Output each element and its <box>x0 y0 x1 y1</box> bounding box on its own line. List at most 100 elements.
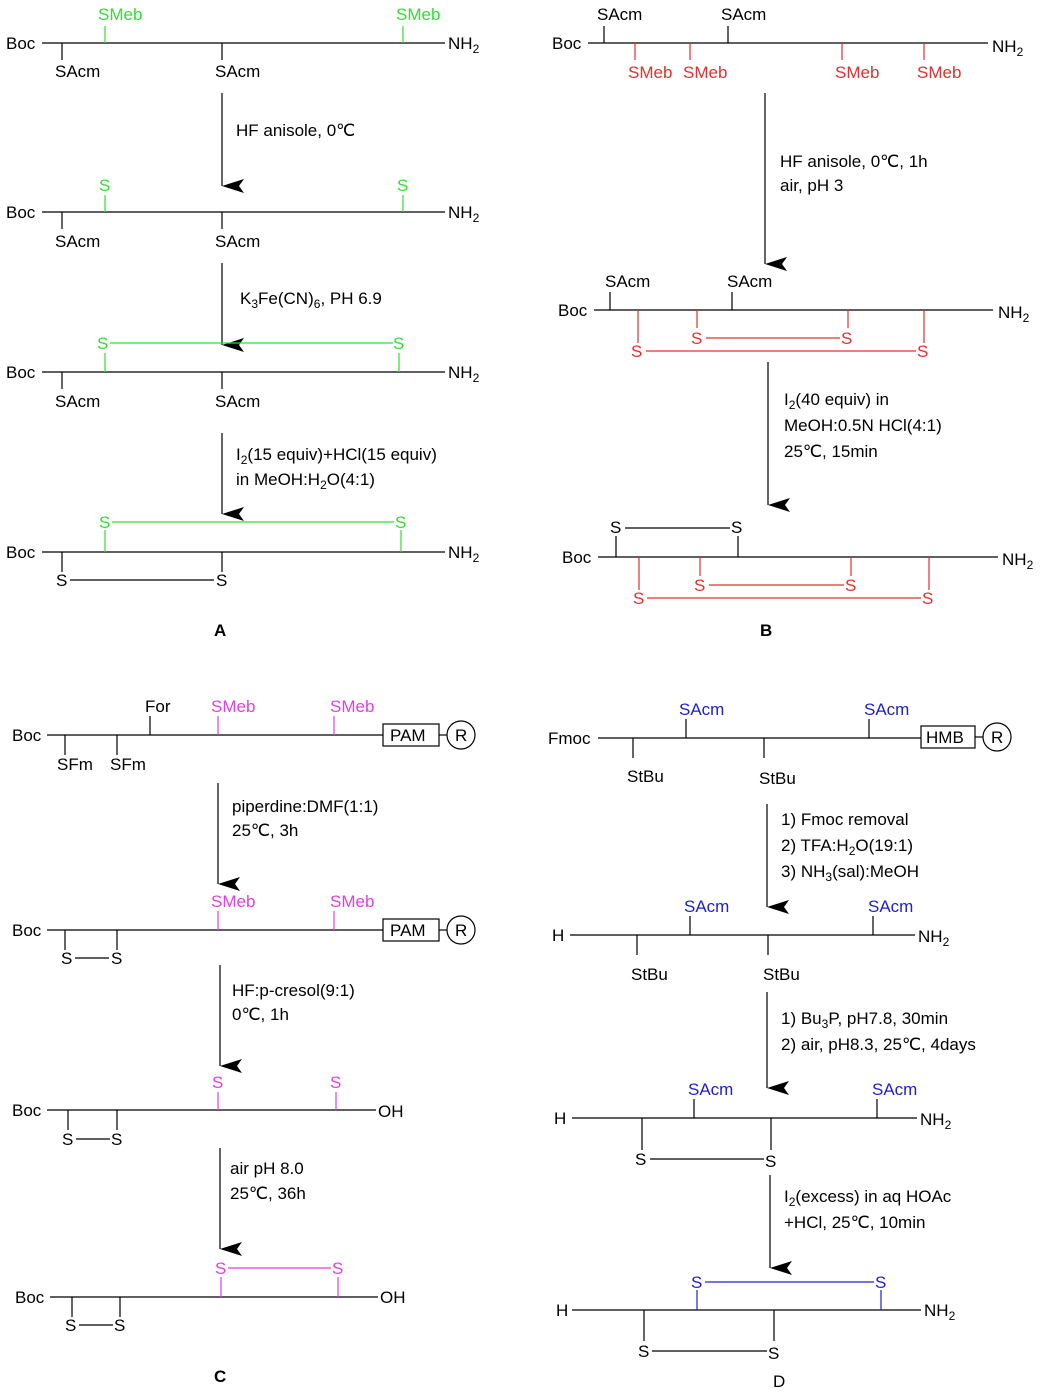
b-structure-1: Boc NH2 SAcm SAcm SMeb SMeb SMeb SMeb <box>552 5 1024 82</box>
a2-right-terminus: NH2 <box>448 203 480 225</box>
c3-right-terminus: OH <box>378 1102 404 1121</box>
d1-resin-label: R <box>991 728 1003 747</box>
d4-top-2: S <box>875 1273 886 1292</box>
a4-top-1: S <box>99 513 110 532</box>
b3-bottom-1: S <box>633 589 644 608</box>
b1-bottom-2: SMeb <box>683 63 727 82</box>
a-arrow-3-label-1: I2(15 equiv)+HCl(15 equiv) <box>236 445 437 467</box>
d1-bottom-1: StBu <box>627 767 664 786</box>
c2-top-1: SMeb <box>211 892 255 911</box>
d3-right-terminus: NH2 <box>920 1110 952 1132</box>
a4-left-terminus: Boc <box>6 543 36 562</box>
b1-left-terminus: Boc <box>552 34 582 53</box>
b2-top-1: SAcm <box>605 272 650 291</box>
c4-right-terminus: OH <box>380 1288 406 1307</box>
c4-bottom-2: S <box>114 1316 125 1335</box>
b3-bottom-3: S <box>845 576 856 595</box>
a2-bottom-2: SAcm <box>215 232 260 251</box>
a3-top-1: S <box>97 334 108 353</box>
b2-top-2: SAcm <box>727 272 772 291</box>
d-structure-1: Fmoc HMB R SAcm SAcm StBu StBu <box>548 700 1012 788</box>
d1-resin-circle <box>982 722 1012 752</box>
c3-bottom-1: S <box>62 1130 73 1149</box>
c-arrow-3-label-2: 25℃, 36h <box>230 1184 306 1203</box>
a1-top-2: SMeb <box>396 5 440 24</box>
d-structure-3: H NH2 SAcm SAcm S S <box>554 1080 952 1171</box>
b3-bottom-2: S <box>694 576 705 595</box>
d-arrow-1-label-3: 3) NH3(sal):MeOH <box>781 862 919 884</box>
a-structure-1: Boc NH2 SMeb SMeb SAcm SAcm <box>6 5 480 81</box>
a2-top-1: S <box>99 176 110 195</box>
a1-right-terminus: NH2 <box>448 34 480 56</box>
b1-bottom-3: SMeb <box>835 63 879 82</box>
b3-left-terminus: Boc <box>562 548 592 567</box>
d4-left-terminus: H <box>556 1301 568 1320</box>
c2-resin-circle <box>446 915 476 945</box>
a3-top-2: S <box>393 334 404 353</box>
d-arrow-3-label-2: +HCl, 25℃, 10min <box>784 1213 925 1232</box>
c1-resin-circle <box>446 720 476 750</box>
d-arrow-3-label-1: I2(excess) in aq HOAc <box>784 1187 952 1209</box>
d4-right-terminus: NH2 <box>924 1301 956 1323</box>
c1-resin-box-label: PAM <box>390 726 426 745</box>
b2-bottom-3: S <box>841 329 852 348</box>
d-structure-4: H NH2 S S S S <box>556 1273 956 1363</box>
a-structure-3: Boc NH2 S S SAcm SAcm <box>6 334 480 411</box>
a-arrow-1-label: HF anisole, 0℃ <box>236 121 355 140</box>
d3-top-1: SAcm <box>688 1080 733 1099</box>
a2-top-2: S <box>397 176 408 195</box>
a-arrow-3-label-2: in MeOH:H2O(4:1) <box>236 470 375 492</box>
b2-bottom-4: S <box>917 342 928 361</box>
c-arrow-1-label-1: piperdine:DMF(1:1) <box>232 797 378 816</box>
d1-resin-box-label: HMB <box>926 728 964 747</box>
d1-top-2: SAcm <box>864 700 909 719</box>
c3-left-terminus: Boc <box>12 1101 42 1120</box>
a4-bottom-1: S <box>56 571 67 590</box>
panel-b: Boc NH2 SAcm SAcm SMeb SMeb SMeb SMeb HF… <box>552 5 1034 640</box>
c1-top-1: For <box>145 697 171 716</box>
c-structure-3: Boc OH S S S S <box>12 1073 404 1149</box>
a-structure-2: Boc NH2 S S SAcm SAcm <box>6 176 480 251</box>
b-structure-3: Boc NH2 S S S S S S <box>562 518 1034 608</box>
a1-bottom-2: SAcm <box>215 62 260 81</box>
b2-right-terminus: NH2 <box>998 303 1030 325</box>
d2-bottom-2: StBu <box>763 965 800 984</box>
c-arrow-3-label-1: air pH 8.0 <box>230 1159 304 1178</box>
c3-top-2: S <box>330 1073 341 1092</box>
c4-left-terminus: Boc <box>15 1288 45 1307</box>
c4-top-1: S <box>215 1259 226 1278</box>
d2-right-terminus: NH2 <box>918 927 950 949</box>
b3-right-terminus: NH2 <box>1002 550 1034 572</box>
a1-left-terminus: Boc <box>6 34 36 53</box>
a1-bottom-1: SAcm <box>55 62 100 81</box>
c3-bottom-2: S <box>111 1130 122 1149</box>
d4-bottom-1: S <box>638 1342 649 1361</box>
panel-a: Boc NH2 SMeb SMeb SAcm SAcm HF anisole, … <box>6 5 480 640</box>
c4-bottom-1: S <box>65 1316 76 1335</box>
panel-d: Fmoc HMB R SAcm SAcm StBu StBu 1) Fmoc r… <box>548 700 1012 1391</box>
c2-resin-label: R <box>455 921 467 940</box>
b1-top-2: SAcm <box>721 5 766 24</box>
panel-c-label: C <box>214 1367 226 1386</box>
d-arrow-1-label-2: 2) TFA:H2O(19:1) <box>781 836 913 858</box>
panel-b-label: B <box>760 621 772 640</box>
a2-bottom-1: SAcm <box>55 232 100 251</box>
b3-top-1: S <box>610 518 621 537</box>
b2-bottom-2: S <box>691 329 702 348</box>
d-arrow-2-label-2: 2) air, pH8.3, 25℃, 4days <box>781 1035 976 1054</box>
a4-bottom-2: S <box>216 571 227 590</box>
d1-left-terminus: Fmoc <box>548 729 591 748</box>
b-arrow-1-label-2: air, pH 3 <box>780 176 843 195</box>
c1-top-3: SMeb <box>330 697 374 716</box>
c-structure-4: Boc OH S S S S <box>15 1259 406 1335</box>
b-arrow-2-label-1: I2(40 equiv) in <box>784 390 889 412</box>
a3-bottom-1: SAcm <box>55 392 100 411</box>
c2-top-2: SMeb <box>330 892 374 911</box>
c-arrow-2-label-2: 0℃, 1h <box>232 1005 289 1024</box>
panel-c: Boc PAM R For SMeb SMeb SFm SFm piperdin… <box>12 697 476 1386</box>
d1-bottom-2: StBu <box>759 769 796 788</box>
d4-top-1: S <box>691 1273 702 1292</box>
b1-right-terminus: NH2 <box>992 37 1024 59</box>
c2-bottom-1: S <box>61 949 72 968</box>
